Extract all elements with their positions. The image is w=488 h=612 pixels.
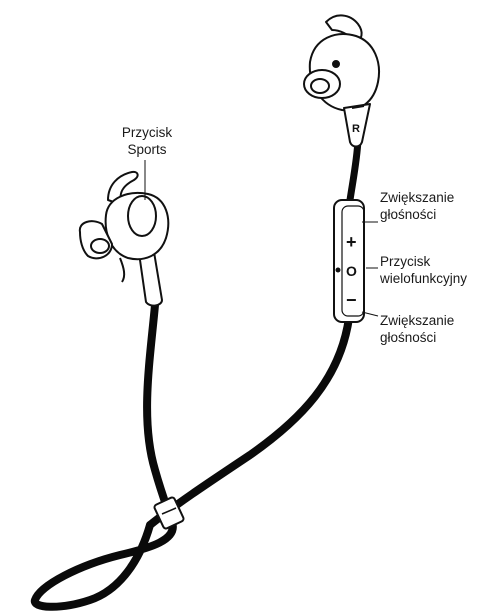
inline-remote-icon [333,199,365,323]
earbud-right-mark: R [352,123,360,135]
sports-button-label-line1: Przycisk [121,125,173,140]
volume-down-label-line1: Zwiększanie [380,313,455,328]
volume-up-label-line1: Zwiększanie [380,190,455,205]
sports-button-label-line2: Sports [127,142,167,157]
sports-button-label: Przycisk Sports [107,124,187,158]
cable-icon [30,136,362,611]
leader-lines [144,160,379,317]
volume-down-label: Zwiększanie głośności [380,312,454,346]
volume-up-label: Zwiększanie głośności [380,189,454,223]
earbud-right-icon [303,14,380,148]
cable-clip-icon [153,496,185,530]
remote-plus-mark: + [346,232,357,252]
remote-minus-mark: − [346,290,357,310]
volume-up-label-line2: głośności [380,207,437,222]
earbud-left-icon [78,170,170,307]
remote-center-mark: O [346,263,357,279]
multifunction-button-label: Przycisk wielofunkcyjny [380,253,467,287]
multifunction-button-label-line1: Przycisk [380,254,431,269]
multifunction-button-label-line2: wielofunkcyjny [380,271,468,286]
volume-down-label-line2: głośności [380,330,437,345]
